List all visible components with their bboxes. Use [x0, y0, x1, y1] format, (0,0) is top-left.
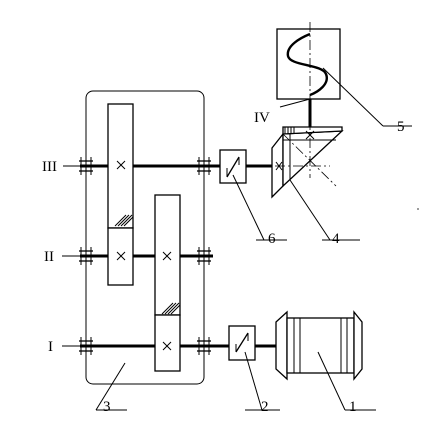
- gear-large-shaft-2: [154, 194, 181, 316]
- callout-3: 3: [103, 399, 111, 415]
- callout-6: 6: [268, 231, 276, 247]
- label-shaft-1: I: [48, 339, 53, 355]
- label-shaft-2: II: [44, 249, 54, 265]
- label-shaft-4: IV: [254, 110, 270, 126]
- label-shaft-3: III: [42, 159, 57, 175]
- stray-dot: [417, 208, 419, 210]
- gear-small-shaft-1: [154, 314, 181, 372]
- gear-small-shaft-2: [107, 227, 134, 286]
- coupling-6: [219, 149, 247, 184]
- bearing-shaft-3-left: [79, 157, 93, 175]
- bearing-shaft-1-left: [79, 337, 93, 355]
- bevel-gear-4: [271, 120, 344, 199]
- callout-1: 1: [349, 399, 357, 415]
- gear-large-shaft-3: [107, 103, 134, 229]
- gearbox-housing: [85, 90, 205, 385]
- callout-2: 2: [261, 399, 269, 415]
- callout-5: 5: [397, 119, 405, 135]
- leader-lines: [95, 67, 412, 411]
- coupling-2: [228, 325, 256, 361]
- screw-mixer-5: [276, 22, 341, 103]
- callout-4: 4: [332, 231, 340, 247]
- bearing-shaft-2-left: [79, 247, 93, 265]
- electric-motor-1: [275, 310, 363, 381]
